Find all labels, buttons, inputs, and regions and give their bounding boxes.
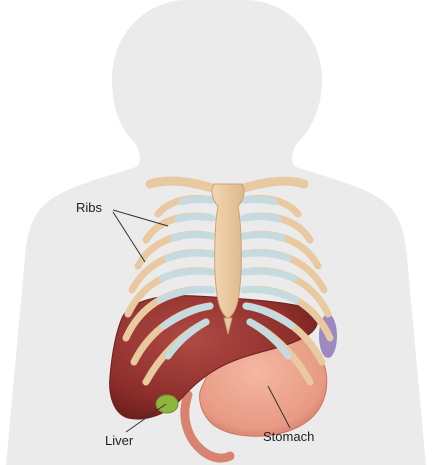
label-stomach: Stomach bbox=[263, 429, 314, 444]
label-ribs: Ribs bbox=[76, 200, 103, 215]
label-liver: Liver bbox=[105, 433, 134, 448]
gallbladder-organ bbox=[156, 395, 178, 413]
